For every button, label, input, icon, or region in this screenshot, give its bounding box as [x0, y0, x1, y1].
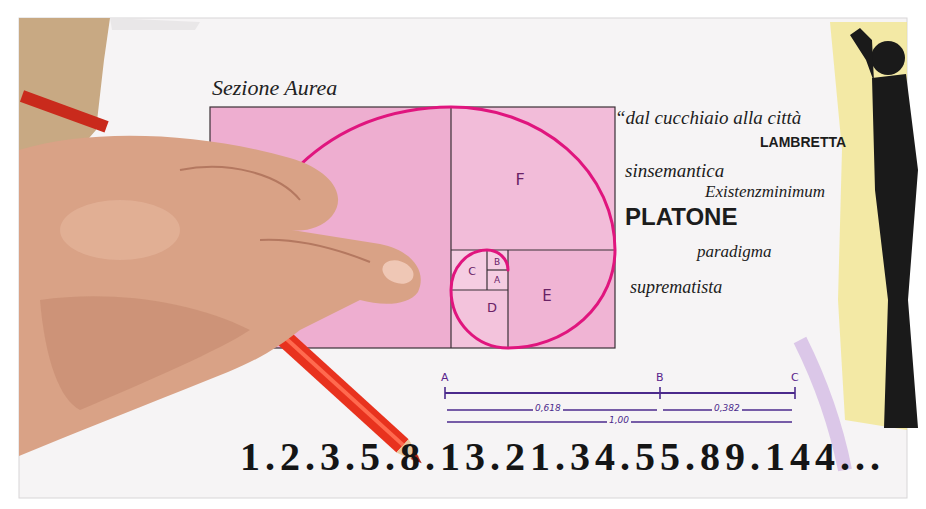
- paper-fold: [110, 18, 200, 30]
- hand-highlight: [60, 200, 180, 260]
- hand-skin: [19, 136, 421, 456]
- segment-line: [445, 392, 795, 394]
- golden-square: F: [451, 107, 615, 250]
- red-pencil-back: [20, 90, 109, 132]
- silhouette-body: [872, 74, 918, 428]
- segment-point: A: [441, 372, 449, 385]
- segment-point: C: [791, 372, 799, 385]
- golden-rectangle: Sezione AureaFEDCBA: [210, 107, 615, 348]
- square-fill: [487, 250, 508, 290]
- segment-point: B: [656, 372, 664, 385]
- golden-square: B: [487, 250, 508, 270]
- ratio-value: 0,382: [712, 404, 742, 413]
- ratio-value: 1,00: [607, 416, 631, 425]
- hand: [19, 136, 421, 456]
- golden-spiral: [300, 107, 615, 348]
- finger-line: [260, 240, 370, 262]
- golden-square: D: [451, 290, 508, 348]
- note-text: sinsemantica: [625, 160, 724, 182]
- square-letter: C: [468, 266, 476, 279]
- paper-sheet: [19, 18, 907, 498]
- division-line: [450, 107, 451, 348]
- golden-square: A: [487, 270, 508, 290]
- golden-square: C: [451, 250, 487, 290]
- note-text: “dal cucchiaio alla città: [615, 107, 801, 129]
- fingernail: [379, 256, 417, 288]
- silhouette-arm: [850, 28, 874, 82]
- note-text: paradigma: [697, 242, 772, 262]
- dancer-silhouette: [850, 28, 918, 428]
- golden-square: E: [508, 250, 615, 348]
- fibonacci-sequence: 1.2.3.5.8.13.21.34.55.89.144...: [240, 434, 885, 480]
- division-line: [451, 289, 508, 290]
- square-letter: B: [494, 257, 500, 267]
- pencil-body: [20, 90, 109, 132]
- square-fill: [451, 107, 615, 250]
- square-letter: D: [487, 301, 497, 316]
- square-letter: A: [494, 275, 500, 285]
- segment-tick: [659, 387, 661, 399]
- square-letter: E: [542, 288, 551, 305]
- silhouette-head: [871, 41, 905, 75]
- ratio-value: 0,618: [533, 404, 563, 413]
- heading: Sezione Aurea: [212, 75, 337, 100]
- hand-shadow: [40, 296, 250, 410]
- note-text: PLATONE: [625, 203, 737, 231]
- note-text: LAMBRETTA: [760, 134, 846, 150]
- note-text: Existenzminimum: [705, 182, 825, 202]
- division-line: [487, 269, 508, 270]
- square-letter: F: [515, 171, 524, 189]
- knuckle-line: [180, 167, 300, 200]
- segment-tick: [794, 387, 796, 399]
- note-text: suprematista: [630, 277, 722, 298]
- segment-tick: [444, 387, 446, 399]
